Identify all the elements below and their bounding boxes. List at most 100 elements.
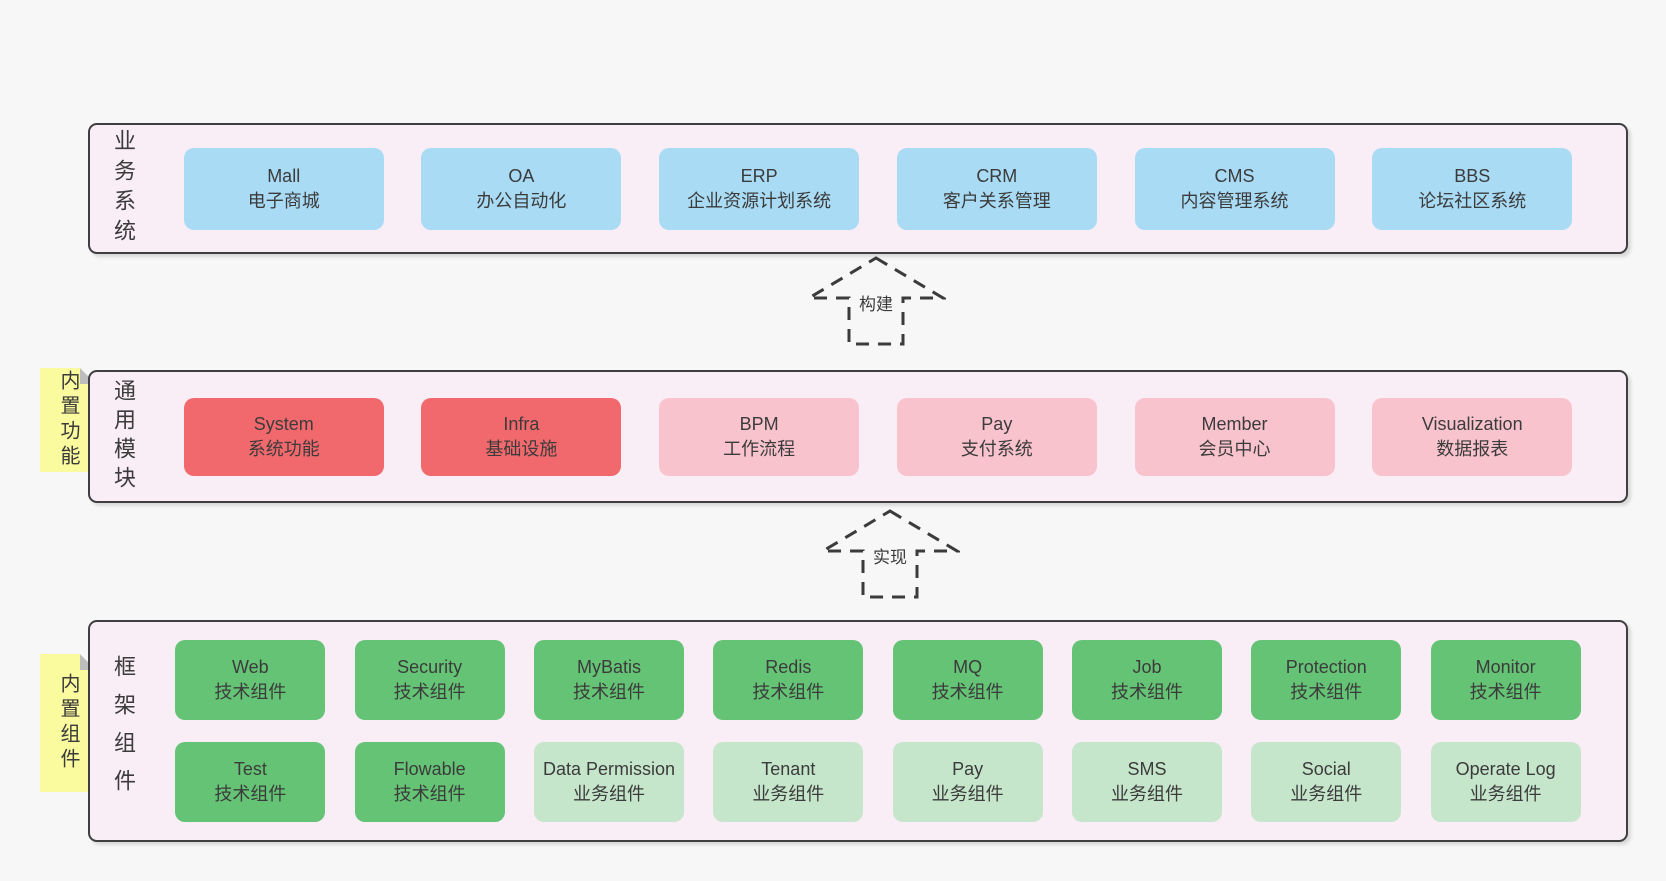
box-subtitle: 系统功能 xyxy=(247,438,320,459)
box-title: System xyxy=(253,413,314,434)
box-tenant: Tenant 业务组件 xyxy=(713,742,864,822)
box-data-permission: Data Permission 业务组件 xyxy=(533,742,684,822)
box-subtitle: 工作流程 xyxy=(723,438,796,459)
box-subtitle: 业务组件 xyxy=(752,784,825,804)
box-flowable: Flowable 技术组件 xyxy=(354,742,505,822)
box-title: Social xyxy=(1301,759,1351,780)
box-subtitle: 客户关系管理 xyxy=(942,190,1051,211)
box-title: Redis xyxy=(765,657,812,678)
box-mall: Mall 电子商城 xyxy=(183,147,384,230)
box-title: Mall xyxy=(267,165,301,186)
note-text: 内置功能 xyxy=(57,370,79,470)
box-subtitle: 支付系统 xyxy=(960,438,1033,459)
box-title: ERP xyxy=(740,165,778,186)
box-subtitle: 论坛社区系统 xyxy=(1418,190,1527,211)
box-title: Pay xyxy=(952,759,984,780)
box-test: Test 技术组件 xyxy=(175,742,326,822)
box-visualization: Visualization 数据报表 xyxy=(1372,397,1573,476)
box-subtitle: 基础设施 xyxy=(485,438,558,459)
box-title: Protection xyxy=(1285,657,1367,678)
box-subtitle: 技术组件 xyxy=(393,784,466,804)
box-subtitle: 企业资源计划系统 xyxy=(687,190,832,211)
arrow-label-build: 构建 xyxy=(856,290,896,315)
box-title: Job xyxy=(1132,657,1162,678)
dashed-up-arrow-implement: 实现 xyxy=(820,508,960,600)
box-bbs: BBS 论坛社区系统 xyxy=(1372,147,1573,230)
box-title: Pay xyxy=(981,413,1013,434)
box-pay: Pay 支付系统 xyxy=(896,397,1097,476)
component-row-1: Web 技术组件 Security 技术组件 MyBatis 技术组件 Redi… xyxy=(146,640,1610,720)
box-subtitle: 技术组件 xyxy=(1110,682,1183,702)
box-title: BBS xyxy=(1454,165,1491,186)
box-member: Member 会员中心 xyxy=(1134,397,1335,476)
box-subtitle: 技术组件 xyxy=(1469,682,1542,702)
box-pay-business: Pay 业务组件 xyxy=(892,742,1043,822)
box-title: Visualization xyxy=(1421,413,1523,434)
box-title: Member xyxy=(1201,413,1268,434)
box-subtitle: 会员中心 xyxy=(1198,438,1271,459)
box-subtitle: 业务组件 xyxy=(1110,784,1183,804)
box-security: Security 技术组件 xyxy=(354,640,505,720)
box-subtitle: 业务组件 xyxy=(1290,784,1363,804)
box-title: CMS xyxy=(1214,165,1255,186)
box-erp: ERP 企业资源计划系统 xyxy=(659,147,860,230)
box-mybatis: MyBatis 技术组件 xyxy=(533,640,684,720)
box-title: Security xyxy=(397,657,463,678)
box-subtitle: 业务组件 xyxy=(931,784,1004,804)
box-title: OA xyxy=(508,165,535,186)
box-title: Flowable xyxy=(393,759,466,780)
box-bpm: BPM 工作流程 xyxy=(659,397,860,476)
box-system: System 系统功能 xyxy=(183,397,384,476)
box-title: Test xyxy=(233,759,267,780)
box-subtitle: 技术组件 xyxy=(214,784,287,804)
box-title: Data Permission xyxy=(542,759,675,780)
panel-label-framework-components: 框架组件 xyxy=(111,655,136,807)
box-title: Infra xyxy=(503,413,540,434)
module-boxes-row: System 系统功能 Infra 基础设施 BPM 工作流程 Pay 支付系统… xyxy=(146,397,1610,476)
box-title: Monitor xyxy=(1475,657,1536,678)
box-job: Job 技术组件 xyxy=(1071,640,1222,720)
box-redis: Redis 技术组件 xyxy=(713,640,864,720)
box-subtitle: 办公自动化 xyxy=(476,190,567,211)
panel-common-modules: 通用模块 System 系统功能 Infra 基础设施 BPM 工作流程 Pay… xyxy=(88,370,1628,503)
component-boxes-grid: Web 技术组件 Security 技术组件 MyBatis 技术组件 Redi… xyxy=(146,640,1610,822)
box-subtitle: 业务组件 xyxy=(572,784,645,804)
box-title: Tenant xyxy=(761,759,816,780)
box-web: Web 技术组件 xyxy=(175,640,326,720)
box-subtitle: 业务组件 xyxy=(1469,784,1542,804)
panel-label-common-modules: 通用模块 xyxy=(111,378,136,495)
box-title: Web xyxy=(231,657,269,678)
box-title: Operate Log xyxy=(1455,759,1556,780)
box-title: BPM xyxy=(739,413,779,434)
panel-business-systems: 业务系统 Mall 电子商城 OA 办公自动化 ERP 企业资源计划系统 CRM… xyxy=(88,123,1628,254)
box-protection: Protection 技术组件 xyxy=(1251,640,1402,720)
box-subtitle: 技术组件 xyxy=(1290,682,1363,702)
box-subtitle: 技术组件 xyxy=(931,682,1004,702)
box-social: Social 业务组件 xyxy=(1251,742,1402,822)
box-subtitle: 技术组件 xyxy=(572,682,645,702)
box-crm: CRM 客户关系管理 xyxy=(896,147,1097,230)
box-cms: CMS 内容管理系统 xyxy=(1134,147,1335,230)
arrow-label-implement: 实现 xyxy=(870,543,910,568)
box-subtitle: 内容管理系统 xyxy=(1180,190,1289,211)
box-operate-log: Operate Log 业务组件 xyxy=(1430,742,1581,822)
box-title: MQ xyxy=(953,657,983,678)
box-title: SMS xyxy=(1127,759,1167,780)
box-subtitle: 技术组件 xyxy=(393,682,466,702)
box-subtitle: 技术组件 xyxy=(214,682,287,702)
box-subtitle: 技术组件 xyxy=(752,682,825,702)
box-subtitle: 电子商城 xyxy=(247,190,320,211)
component-row-2: Test 技术组件 Flowable 技术组件 Data Permission … xyxy=(146,742,1610,822)
box-monitor: Monitor 技术组件 xyxy=(1430,640,1581,720)
box-infra: Infra 基础设施 xyxy=(421,397,622,476)
box-title: MyBatis xyxy=(576,657,641,678)
panel-label-business-systems: 业务系统 xyxy=(111,128,136,249)
box-oa: OA 办公自动化 xyxy=(421,147,622,230)
box-title: CRM xyxy=(976,165,1018,186)
box-sms: SMS 业务组件 xyxy=(1071,742,1222,822)
box-mq: MQ 技术组件 xyxy=(892,640,1043,720)
business-boxes-row: Mall 电子商城 OA 办公自动化 ERP 企业资源计划系统 CRM 客户关系… xyxy=(146,147,1610,230)
box-subtitle: 数据报表 xyxy=(1436,438,1509,459)
dashed-up-arrow-build: 构建 xyxy=(806,255,946,347)
note-text: 内置组件 xyxy=(57,673,79,773)
